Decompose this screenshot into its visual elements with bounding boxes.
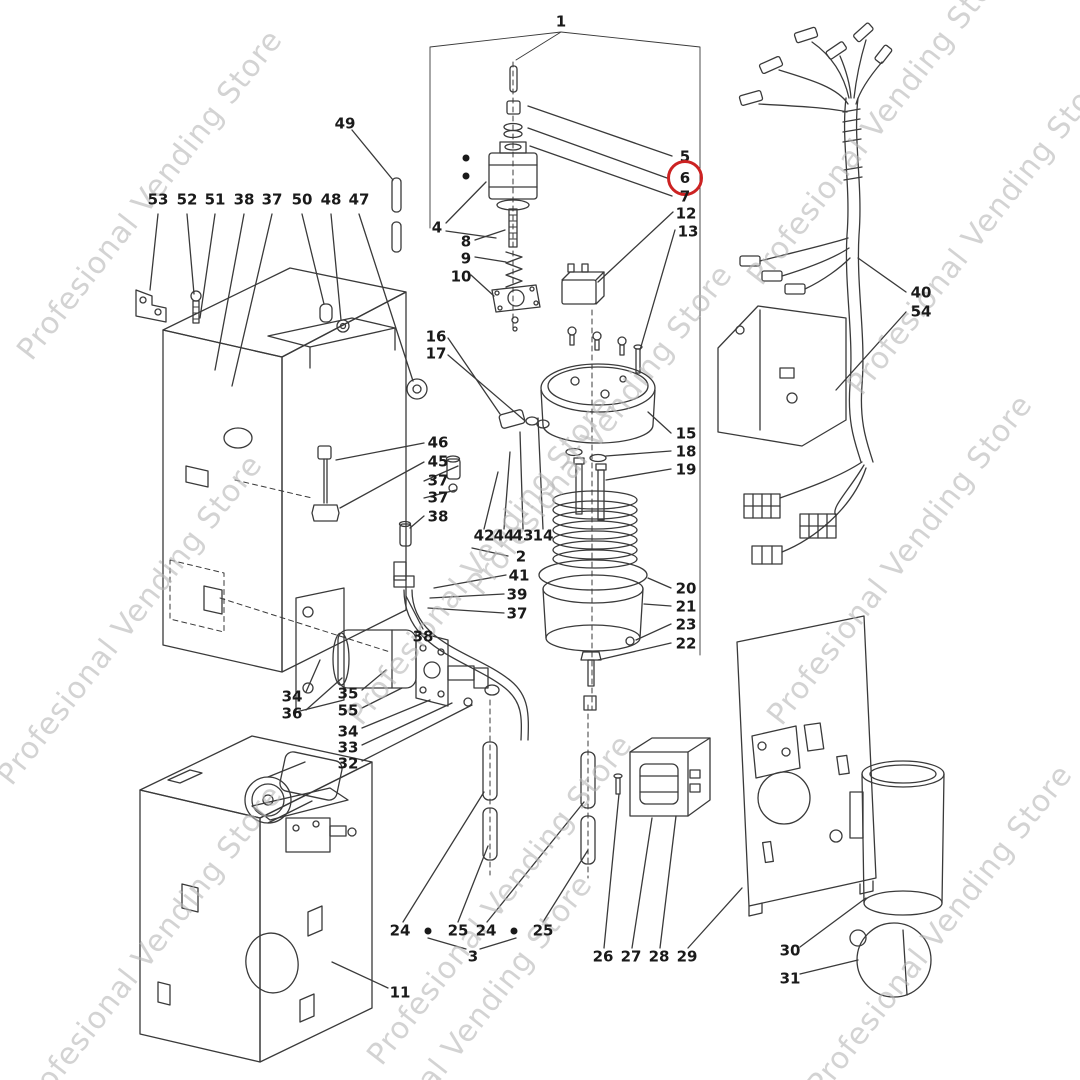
part-number-34: 34 <box>281 687 303 706</box>
part-number-53: 53 <box>147 190 169 209</box>
inlet-fitting <box>498 409 550 429</box>
part-number-13: 13 <box>677 222 699 241</box>
part-number-24: 24 <box>475 921 497 940</box>
part-number-9: 9 <box>460 249 472 268</box>
part-number-14: 14 <box>532 526 554 545</box>
separator-dot <box>424 927 432 935</box>
part-number-22: 22 <box>675 634 697 653</box>
part-number-47: 47 <box>348 190 370 209</box>
part-number-3: 3 <box>467 947 479 966</box>
pump-assembly <box>295 587 500 713</box>
part-number-44: 44 <box>493 526 515 545</box>
transformer <box>613 737 711 817</box>
part-number-48: 48 <box>320 190 342 209</box>
part-number-38: 38 <box>412 627 434 646</box>
part-number-6: 6 <box>667 160 703 196</box>
boiler-assembly <box>538 326 656 711</box>
part-number-42: 42 <box>473 526 495 545</box>
part-number-52: 52 <box>176 190 198 209</box>
lower-cabinet <box>139 735 373 1063</box>
wiring-harness <box>738 22 893 565</box>
part-number-39: 39 <box>506 585 528 604</box>
part-number-29: 29 <box>676 947 698 966</box>
part-number-35: 35 <box>337 684 359 703</box>
part-number-25: 25 <box>447 921 469 940</box>
part-number-45: 45 <box>427 452 449 471</box>
part-number-50: 50 <box>291 190 313 209</box>
part-number-20: 20 <box>675 579 697 598</box>
part-number-49: 49 <box>334 114 356 133</box>
part-number-41: 41 <box>508 566 530 585</box>
part-number-8: 8 <box>460 232 472 251</box>
part-number-27: 27 <box>620 947 642 966</box>
leader-lines <box>149 105 907 989</box>
pins-49 <box>391 177 402 253</box>
part-number-46: 46 <box>427 433 449 452</box>
part-number-18: 18 <box>675 442 697 461</box>
part-number-7: 7 <box>679 187 691 206</box>
part-number-33: 33 <box>337 738 359 757</box>
part-number-37: 37 <box>427 488 449 507</box>
part-number-54: 54 <box>910 302 932 321</box>
part-number-37: 37 <box>427 471 449 490</box>
part-number-16: 16 <box>425 327 447 346</box>
part-number-15: 15 <box>675 424 697 443</box>
part-number-12: 12 <box>675 204 697 223</box>
separator-dot <box>510 927 518 935</box>
container <box>849 760 945 998</box>
part-number-36: 36 <box>281 704 303 723</box>
part-number-21: 21 <box>675 597 697 616</box>
part-number-11: 11 <box>389 983 411 1002</box>
part-number-10: 10 <box>450 267 472 286</box>
part-number-30: 30 <box>779 941 801 960</box>
part-number-55: 55 <box>337 701 359 720</box>
valve-assembly <box>488 65 541 332</box>
part-number-37: 37 <box>261 190 283 209</box>
part-number-1: 1 <box>555 12 567 31</box>
part-number-17: 17 <box>425 344 447 363</box>
part-number-31: 31 <box>779 969 801 988</box>
rear-panel <box>736 615 877 917</box>
part-number-4: 4 <box>431 218 443 237</box>
part-number-40: 40 <box>910 283 932 302</box>
centerlines <box>219 61 593 879</box>
part-number-38: 38 <box>233 190 255 209</box>
part-number-43: 43 <box>512 526 534 545</box>
mounting-bracket <box>717 305 847 447</box>
part-number-28: 28 <box>648 947 670 966</box>
microswitch <box>561 263 643 374</box>
part-number-34: 34 <box>337 722 359 741</box>
part-number-19: 19 <box>675 460 697 479</box>
part-number-37: 37 <box>506 604 528 623</box>
part-number-5: 5 <box>679 147 691 166</box>
group-bracket-1 <box>429 31 701 656</box>
part-number-25: 25 <box>532 921 554 940</box>
tubes <box>482 741 596 865</box>
part-number-32: 32 <box>337 754 359 773</box>
upper-cabinet <box>135 267 428 673</box>
separator-dot <box>462 154 470 162</box>
part-number-51: 51 <box>204 190 226 209</box>
part-number-26: 26 <box>592 947 614 966</box>
part-number-38: 38 <box>427 507 449 526</box>
part-number-23: 23 <box>675 615 697 634</box>
part-number-2: 2 <box>515 547 527 566</box>
part-number-24: 24 <box>389 921 411 940</box>
separator-dot <box>462 172 470 180</box>
